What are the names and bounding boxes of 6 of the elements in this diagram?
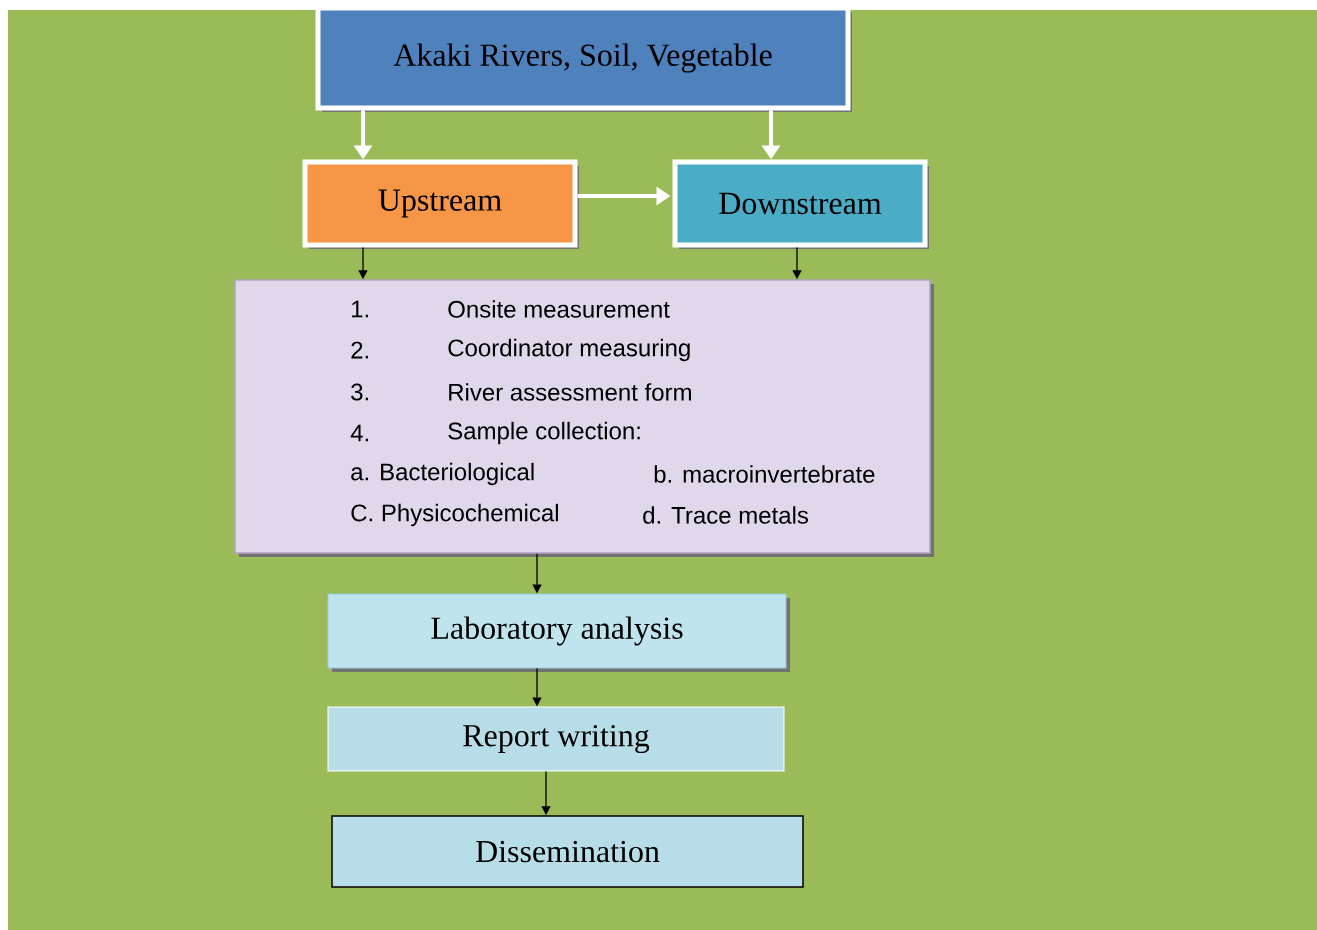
process-box: Downstream — [672, 159, 929, 249]
process-box: Laboratory analysis — [327, 593, 790, 672]
title-box: Akaki Rivers, Soil, Vegetable — [315, 5, 852, 112]
process-box: Upstream — [302, 159, 579, 249]
process-box: Report writing — [327, 706, 785, 772]
process-box: Dissemination — [331, 815, 804, 888]
